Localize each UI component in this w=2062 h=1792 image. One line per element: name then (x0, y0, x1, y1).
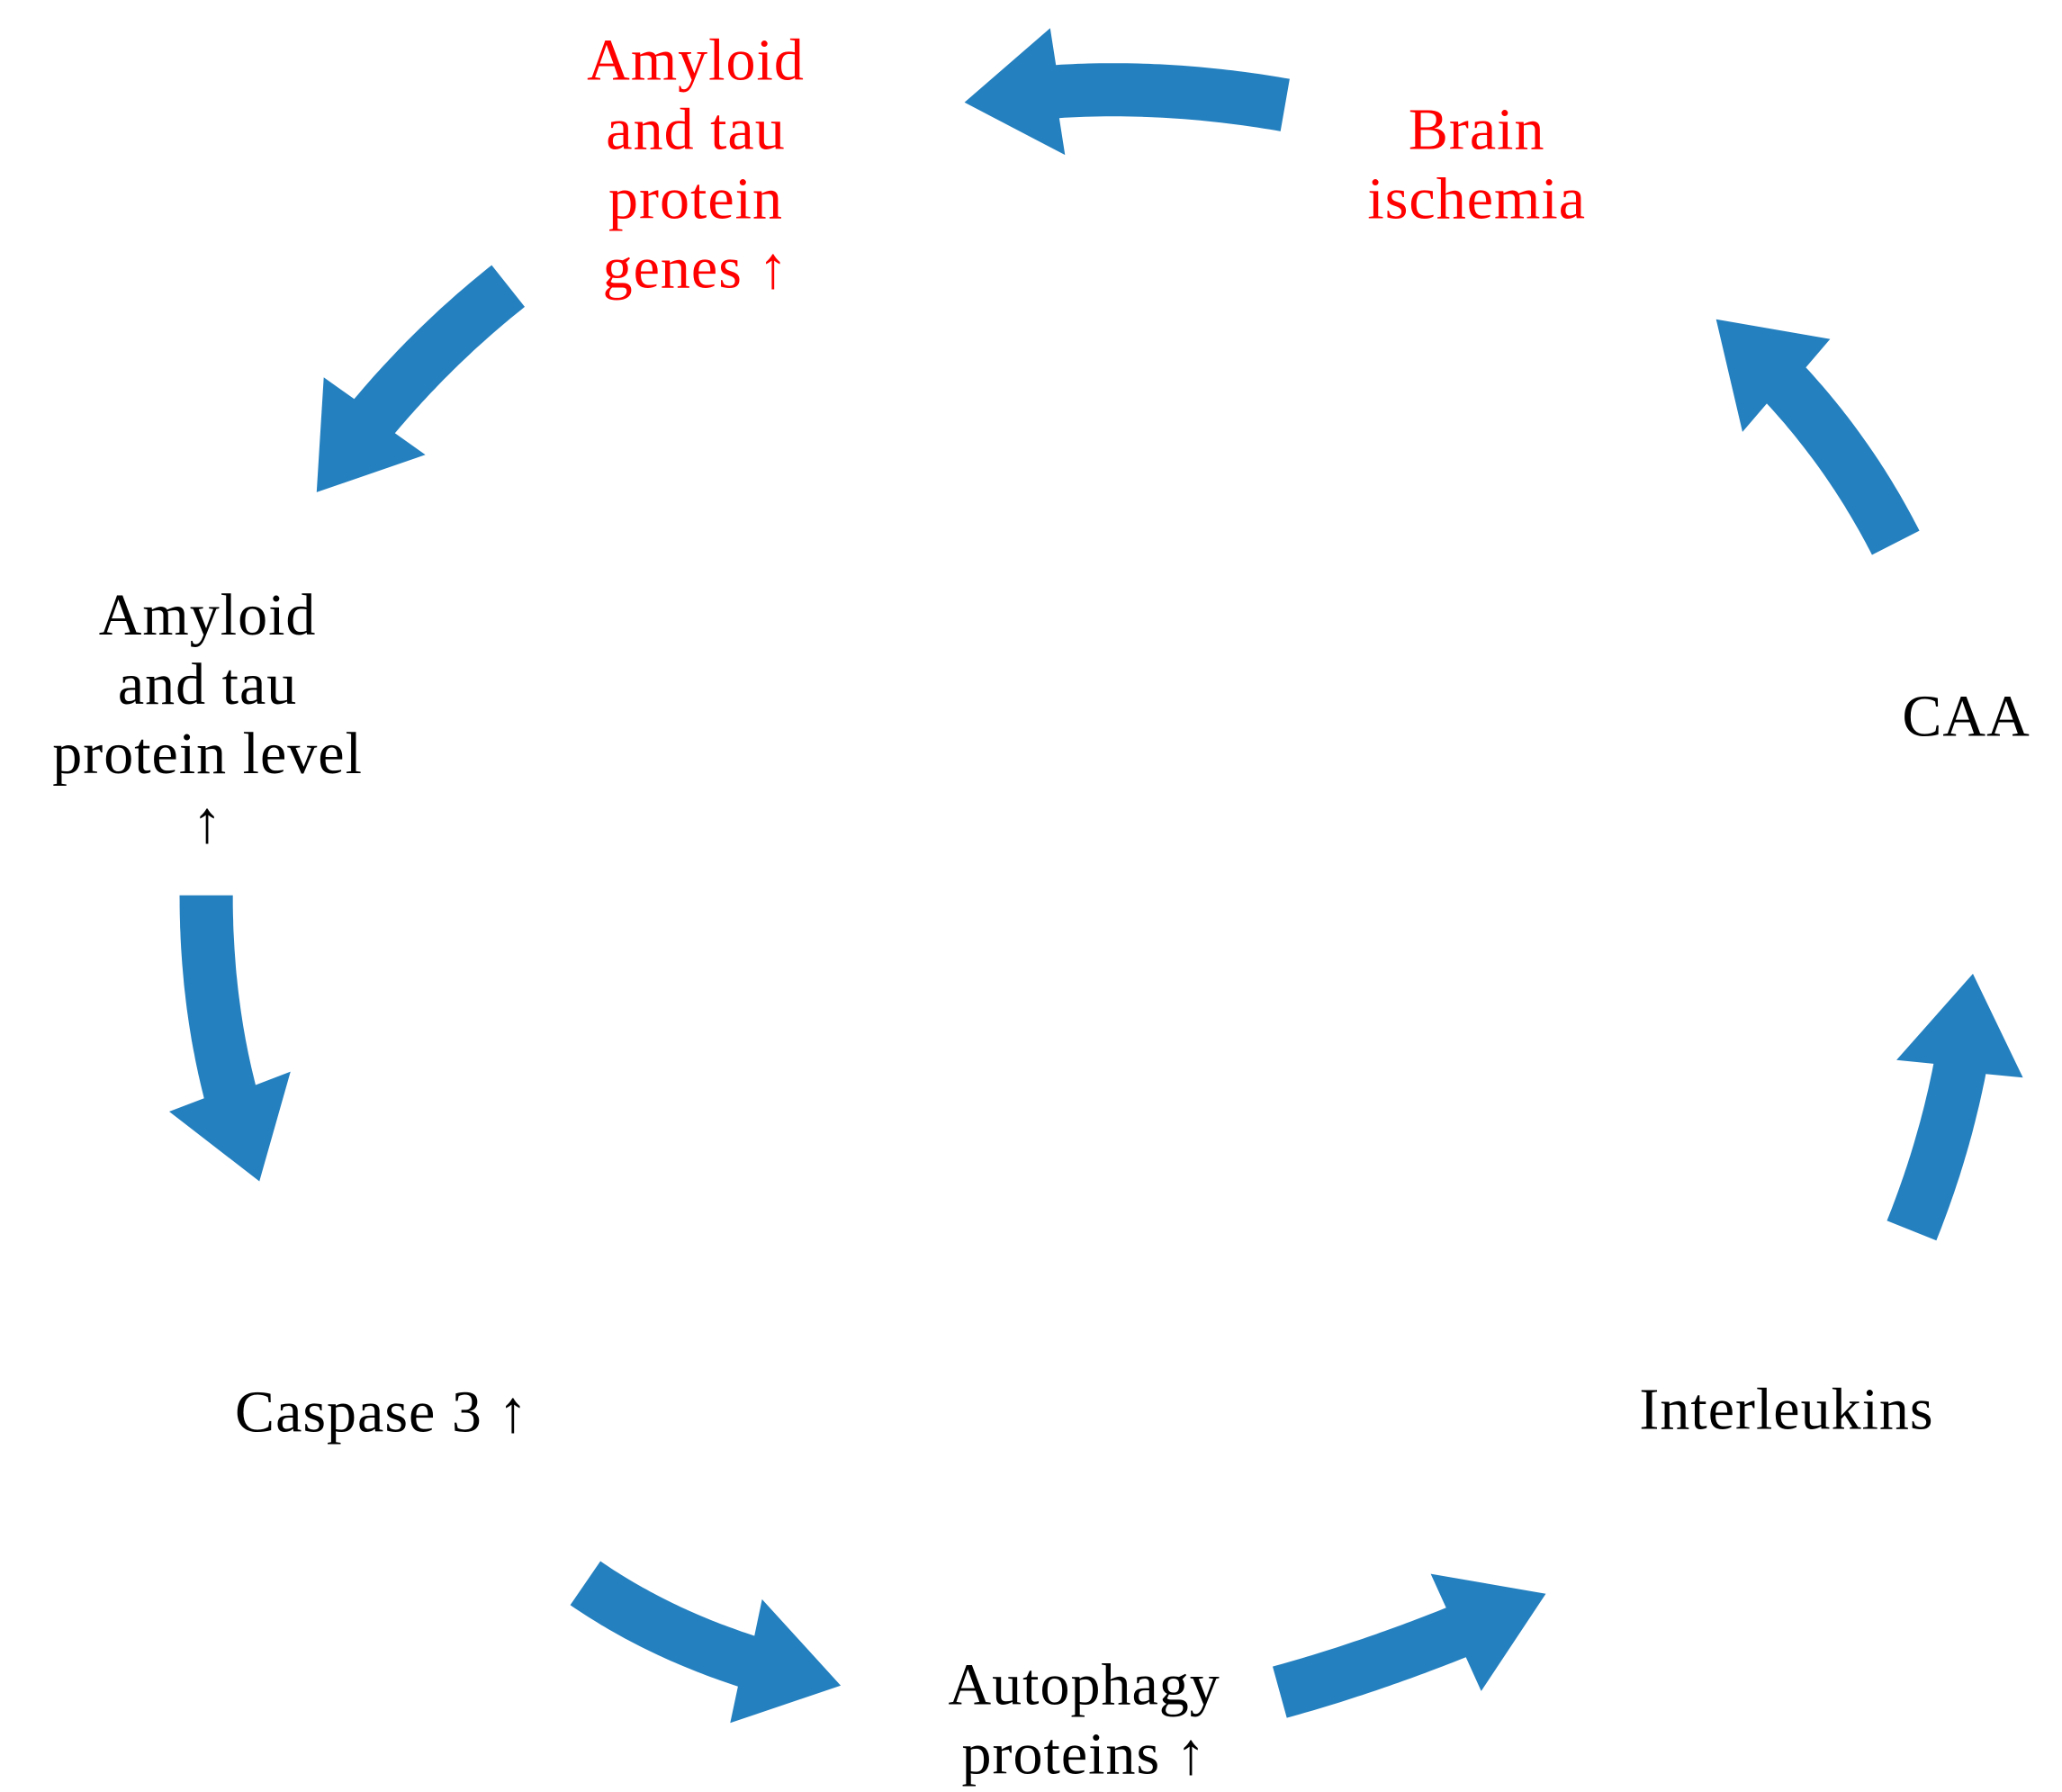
node-label-line: ischemia (1367, 166, 1586, 231)
arrow-amyloid-tau-genes-to-amyloid-tau-level (316, 265, 525, 492)
node-caa: CAA (1902, 683, 2030, 749)
arrow-caa-to-brain-ischemia (1715, 319, 1920, 555)
arrow-amyloid-tau-level-to-caspase-3 (169, 895, 291, 1182)
arrow-autophagy-proteins-to-interleukins (1273, 1573, 1546, 1718)
node-caspase-3: Caspase 3 ↑ (235, 1379, 528, 1445)
node-label-line: Caspase 3 ↑ (235, 1379, 528, 1445)
node-label-line: and tau (606, 97, 785, 163)
node-label-line: protein level (52, 721, 363, 787)
node-label-line: Autophagy (948, 1652, 1220, 1717)
node-label-line: CAA (1902, 683, 2030, 749)
node-label-line: and tau (118, 652, 297, 717)
node-label-line: proteins ↑ (962, 1721, 1207, 1787)
node-label-line: genes ↑ (603, 235, 789, 301)
arrow-caspase-3-to-autophagy-proteins (570, 1561, 842, 1724)
node-label-line: Amyloid (587, 28, 805, 94)
arrow-interleukins-to-caa (1886, 973, 2023, 1241)
arrows-layer (169, 28, 2023, 1724)
node-interleukins: Interleukins (1639, 1376, 1933, 1442)
node-label-line: Amyloid (99, 582, 317, 648)
node-label-line: protein (608, 166, 783, 231)
arrow-brain-ischemia-to-amyloid-tau-genes (964, 28, 1290, 156)
node-label-line: Brain (1409, 97, 1545, 163)
node-label-line: ↑ (193, 790, 223, 856)
node-label-line: Interleukins (1639, 1376, 1933, 1442)
